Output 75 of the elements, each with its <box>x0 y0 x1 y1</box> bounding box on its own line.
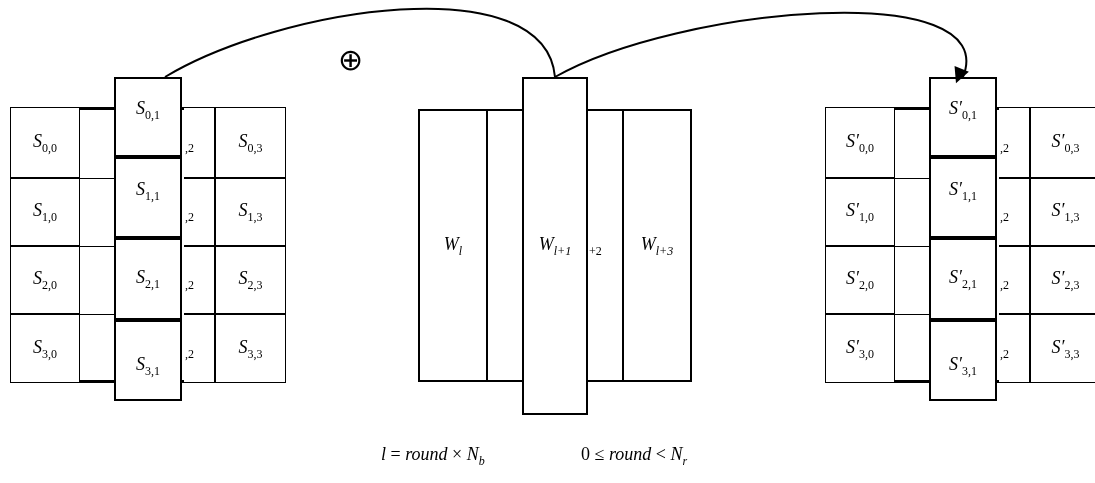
cell-label: S$_{3,3}$ <box>238 337 263 360</box>
cell-label: S$_{3,1}$ <box>136 354 160 377</box>
matrix-cell <box>184 314 215 383</box>
cell-label: ,2 <box>185 276 194 291</box>
matrix-cell <box>1030 178 1095 246</box>
cell-label: W$_{l}$ <box>443 234 463 257</box>
cell-label: ,2 <box>185 208 194 223</box>
formula: 0 ≤ round < N$_{r}$ <box>581 445 688 467</box>
matrix-cell <box>999 246 1030 314</box>
cell-label: S′$_{3,1}$ <box>949 354 977 377</box>
cell-label: S$_{0,1}$ <box>136 99 160 121</box>
cell-label: ,2 <box>1000 208 1009 223</box>
matrix-cell <box>184 107 215 178</box>
matrix-cell <box>1030 246 1095 314</box>
cell-label: S′$_{3,3}$ <box>1051 337 1080 360</box>
cell-label: ,2 <box>185 345 194 360</box>
cell-label: S$_{2,0}$ <box>33 269 57 291</box>
cell-label: S′$_{2,3}$ <box>1051 269 1080 291</box>
matrix-cell <box>999 107 1030 178</box>
cell-label: +2 <box>589 242 602 257</box>
cell-label: ,2 <box>185 139 194 154</box>
round-key-block <box>418 109 690 382</box>
cell-label: S$_{3,0}$ <box>33 337 57 360</box>
matrix-cell <box>999 314 1030 383</box>
matrix-cell <box>825 246 895 314</box>
cell-label: S$_{1,3}$ <box>238 201 263 223</box>
highlighted-key-word-column <box>522 77 588 415</box>
matrix-cell <box>215 314 286 383</box>
cell-label: S′$_{1,0}$ <box>846 201 874 223</box>
highlighted-column-cell <box>929 320 997 401</box>
cell-label: S$_{0,0}$ <box>33 131 57 154</box>
cell-label: S$_{2,1}$ <box>136 268 160 290</box>
highlighted-column-cell <box>114 320 182 401</box>
matrix-cell <box>1030 314 1095 383</box>
cell-label: ,2 <box>1000 345 1009 360</box>
cell-label: W$_{l+3}$ <box>640 234 674 257</box>
cell-label: S′$_{1,1}$ <box>949 179 977 202</box>
matrix-cell <box>10 178 80 246</box>
matrix-cell <box>215 178 286 246</box>
cell-label: ,2 <box>1000 139 1009 154</box>
matrix-cell <box>184 246 215 314</box>
matrix-cell <box>184 178 215 246</box>
matrix-cell <box>825 178 895 246</box>
highlighted-column-cell <box>114 77 182 157</box>
cell-label: S′$_{0,1}$ <box>949 99 977 121</box>
matrix-cell <box>1030 107 1095 178</box>
cell-label: S′$_{3,0}$ <box>846 337 874 360</box>
cell-label: S$_{1,1}$ <box>136 179 160 202</box>
highlighted-column-cell <box>929 157 997 238</box>
cell-label: W$_{l+1}$ <box>538 235 572 257</box>
matrix-cell <box>825 314 895 383</box>
cell-label: S$_{0,3}$ <box>238 131 263 154</box>
xor-symbol: ⊕ <box>338 45 363 75</box>
cell-label: S′$_{2,1}$ <box>949 268 977 290</box>
highlighted-column-cell <box>114 157 182 238</box>
matrix-cell <box>10 246 80 314</box>
cell-label: S′$_{0,0}$ <box>846 131 874 154</box>
matrix-cell <box>825 107 895 178</box>
cell-label: S$_{2,3}$ <box>238 269 263 291</box>
matrix-cell <box>10 107 80 178</box>
matrix-cell <box>999 178 1030 246</box>
cell-label: S′$_{1,3}$ <box>1051 201 1080 223</box>
cell-label: S′$_{2,0}$ <box>846 269 874 291</box>
cell-label: S′$_{0,3}$ <box>1051 131 1080 154</box>
highlighted-column-cell <box>114 238 182 320</box>
matrix-cell <box>215 107 286 178</box>
arrow <box>554 12 968 85</box>
matrix-cell <box>215 246 286 314</box>
cell-label: S$_{1,0}$ <box>33 201 57 223</box>
cell-label: ,2 <box>1000 276 1009 291</box>
formula: l = round × N$_{b}$ <box>381 445 485 467</box>
highlighted-column-cell <box>929 77 997 157</box>
highlighted-column-cell <box>929 238 997 320</box>
connector-line <box>164 7 556 78</box>
matrix-cell <box>10 314 80 383</box>
